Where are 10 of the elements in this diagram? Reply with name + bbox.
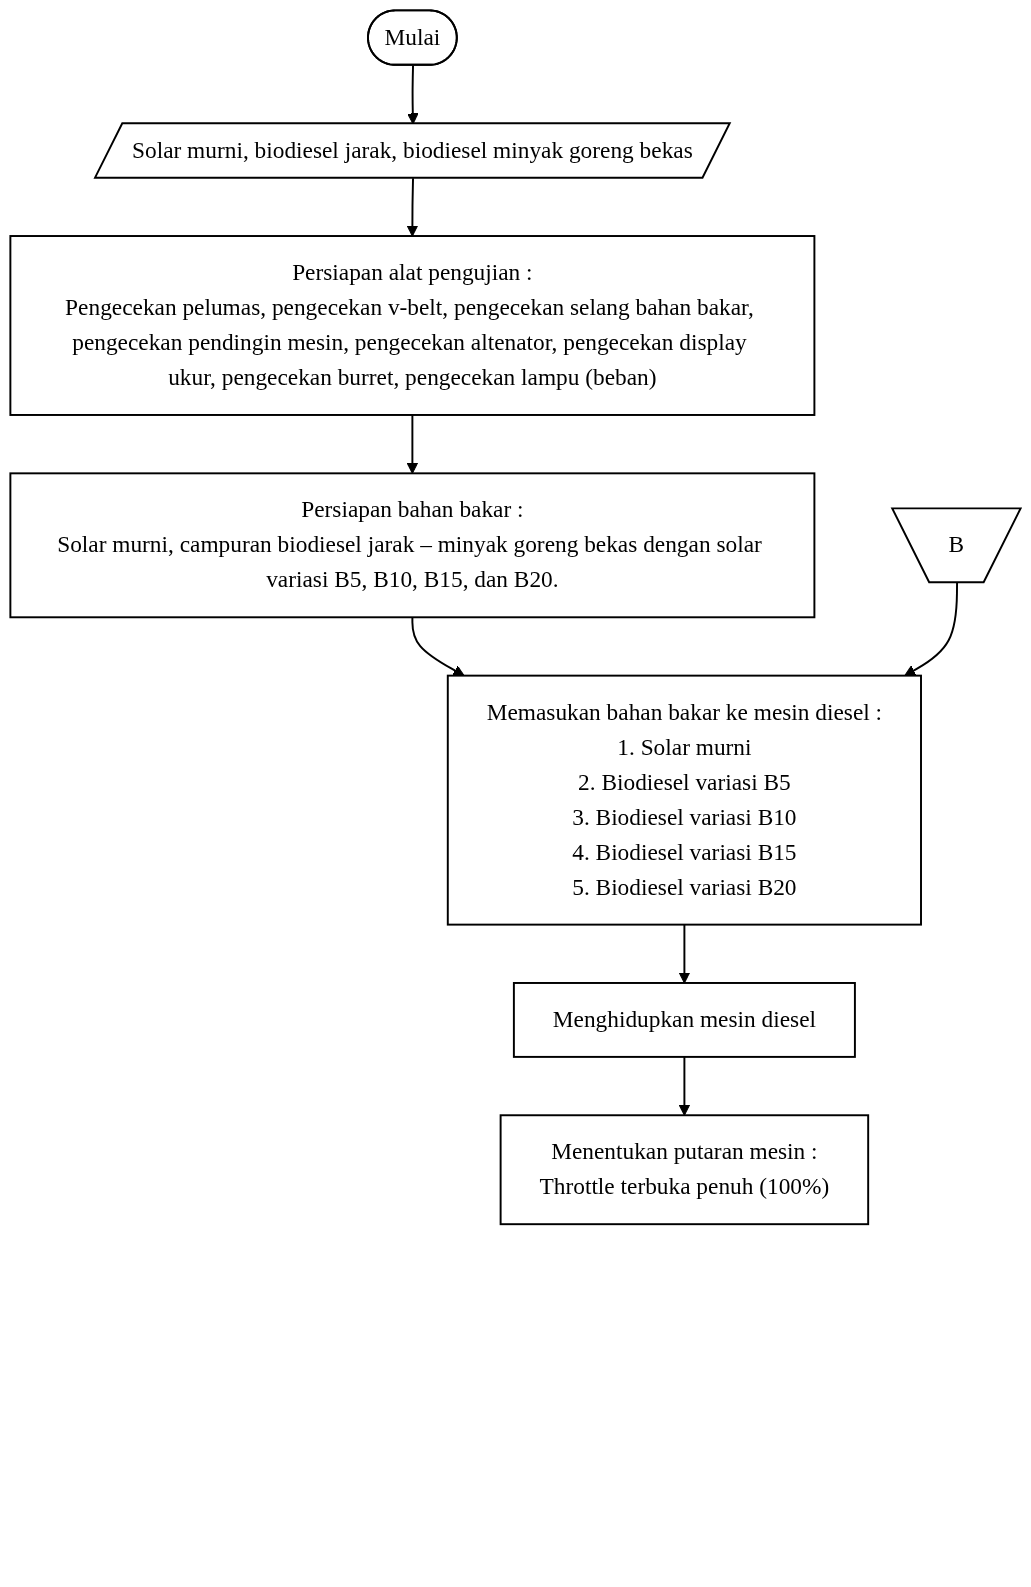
node-box: Menghidupkan mesin diesel — [512, 982, 856, 1058]
arrow — [678, 923, 691, 984]
node-box: Menentukan putaran mesin : Throttle terbuka penuh (100%) — [499, 1114, 870, 1226]
node-box: Persiapan bahan bakar : Solar murni, campuran biodiesel jarak – minyak goreng bekas dengan solar variasi B5, B10, B15, dan B20. — [9, 472, 816, 619]
arrow — [406, 414, 419, 474]
node-box: Memasukan bahan bakar ke mesin diesel : 1. Solar murni 2. Biodiesel variasi B5 3. Biodiesel variasi B10 4. Biodiesel variasi B15 5. Biodiesel variasi B20 — [446, 674, 922, 926]
arrow — [406, 177, 419, 237]
arrow — [678, 1055, 691, 1116]
node-box: Persiapan alat pengujian : Pengecekan pelumas, pengecekan v-belt, pengecekan selang bahan bakar, pengecekan pendingin mesin, pengecekan altenator, pengecekan display ukur, pengecekan burret, pengecekan lampu (beban) — [9, 235, 816, 416]
arrow — [411, 616, 465, 677]
